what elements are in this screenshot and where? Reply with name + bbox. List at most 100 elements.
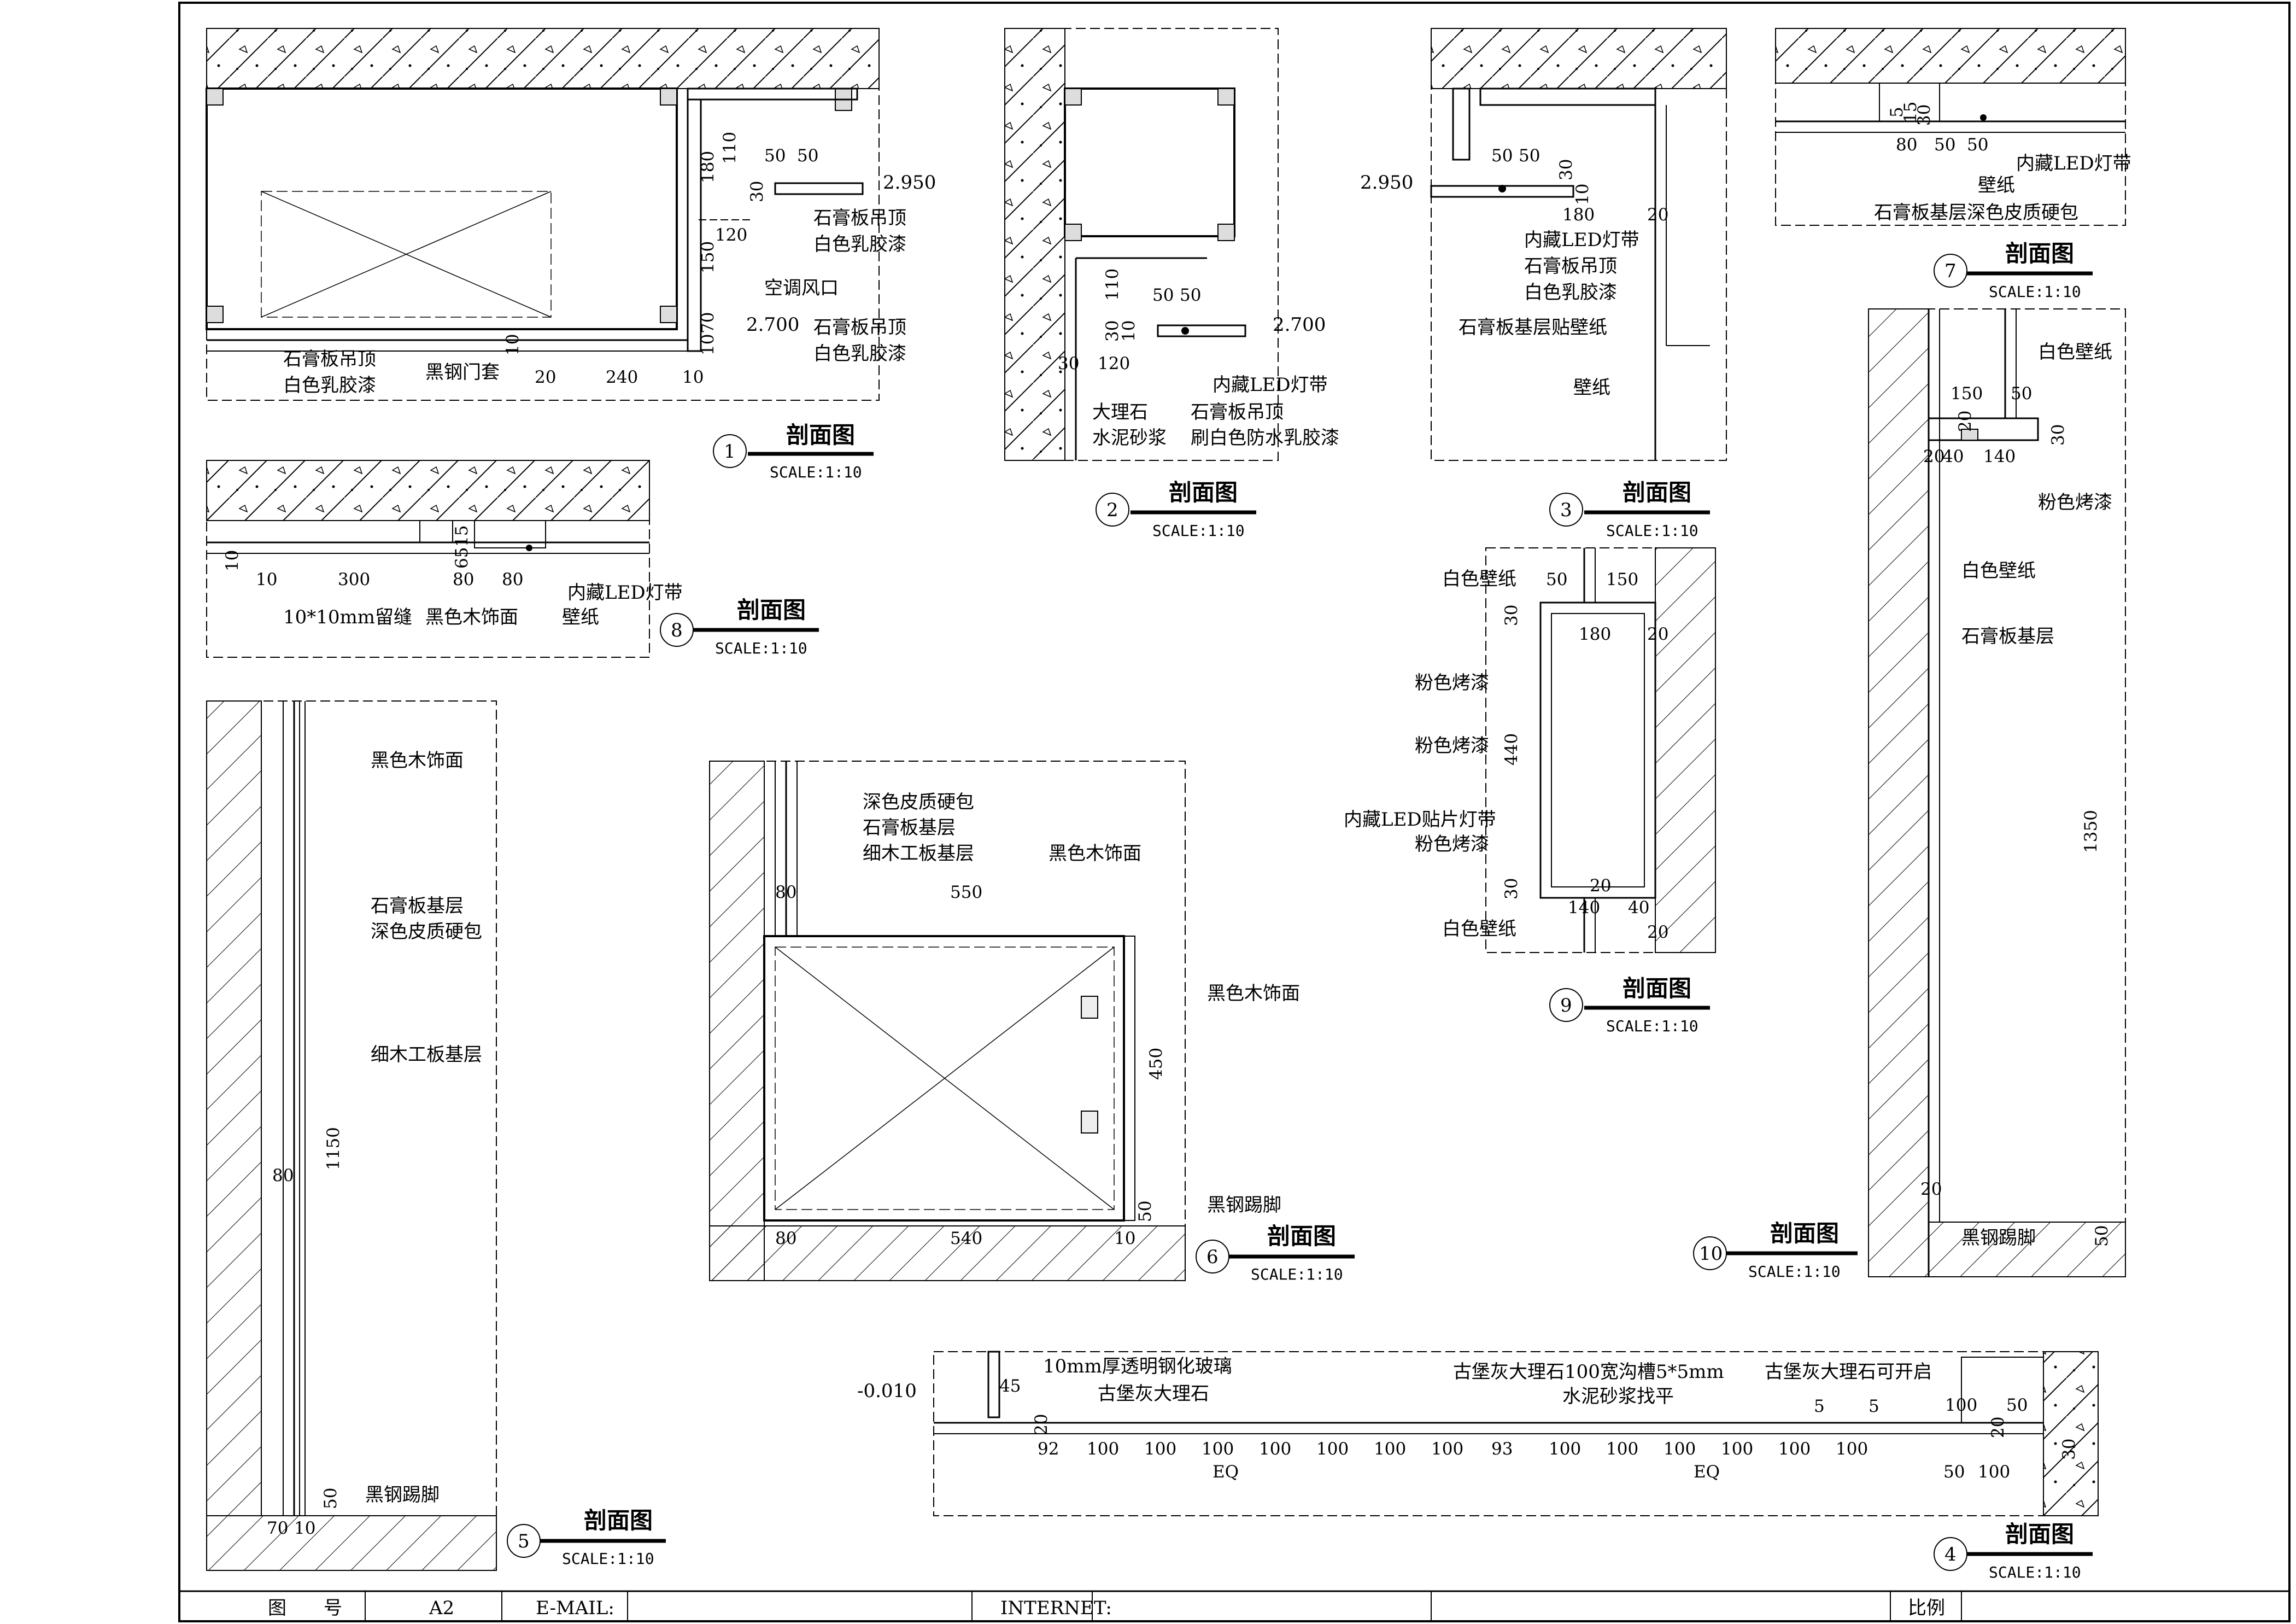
s7-dim-5: 5 (1887, 107, 1907, 118)
s3-dim-10: 10 (1573, 184, 1592, 205)
s4-dim-eq-2: EQ (1694, 1462, 1720, 1482)
s10-dim-1350: 1350 (2081, 810, 2101, 853)
s3-dim-30: 30 (1556, 159, 1576, 180)
s8-dim-80a: 80 (453, 570, 474, 589)
s5-dim-10: 10 (294, 1518, 315, 1538)
s6-dim-550: 550 (950, 883, 982, 902)
s4-dim-100-6: 100 (1374, 1439, 1406, 1459)
s10-dim-150: 150 (1951, 384, 1983, 404)
s2-dim-50b: 50 (1180, 285, 1201, 305)
s5-note-leather: 深色皮质硬包 (371, 921, 482, 943)
s8-dim-300: 300 (338, 570, 370, 589)
s4-dim-20b: 20 (1988, 1417, 2008, 1438)
s4-dim-100-side: 100 (1945, 1395, 1977, 1415)
s5-dim-50: 50 (321, 1488, 341, 1509)
s10-number: 10 (1699, 1243, 1723, 1265)
s3-note-wallpaper: 壁纸 (1573, 377, 1610, 399)
s10-dim-40: 40 (1942, 447, 1964, 466)
s10-dim-30: 30 (2048, 424, 2068, 446)
s4-dim-eq-1: EQ (1213, 1462, 1239, 1482)
s10-scale: SCALE:1:10 (1748, 1263, 1841, 1281)
sheet-border (178, 2, 2291, 1622)
s4-dim-100-9: 100 (1606, 1439, 1638, 1459)
s1-dim-240: 240 (606, 367, 638, 387)
s8-dim-10b: 10 (256, 570, 277, 589)
s3-note-wallpaper-base: 石膏板基层贴壁纸 (1459, 317, 1607, 338)
section-10-title: 10 剖面图 SCALE:1:10 (1693, 1220, 1858, 1281)
s8-note-wood: 黑色木饰面 (425, 606, 518, 628)
s10-note-white-wallpaper-2: 白色壁纸 (1961, 560, 2036, 582)
s1-note-air-vent: 空调风口 (764, 277, 839, 299)
s1-dim-150: 150 (698, 241, 718, 273)
section-1-title: 1 剖面图 SCALE:1:10 (713, 422, 874, 481)
section-2-title: 2 剖面图 SCALE:1:10 (1096, 479, 1256, 540)
section-8-detail (206, 460, 650, 658)
section-1-annotations: 石膏板吊顶 白色乳胶漆 空调风口 石膏板吊顶 白色乳胶漆 石膏板吊顶 白色乳胶漆… (283, 132, 936, 396)
s1-dim-50b: 50 (797, 146, 818, 166)
s1-note-steel-frame: 黑钢门套 (425, 361, 500, 383)
s1-dim-10b: 10 (503, 334, 523, 355)
s4-dim-100-4: 100 (1259, 1439, 1291, 1459)
s3-note-ceiling: 石膏板吊顶 (1524, 255, 1617, 277)
s4-note-groove: 古堡灰大理石100宽沟槽5*5mm (1453, 1361, 1724, 1383)
s7-dim-50b: 50 (1967, 135, 1988, 155)
s1-dim-180: 180 (698, 151, 718, 183)
section-1-detail (206, 28, 880, 401)
s6-note-leather: 深色皮质硬包 (863, 791, 974, 813)
section-4-title: 4 剖面图 SCALE:1:10 (1934, 1521, 2093, 1581)
s6-scale: SCALE:1:10 (1251, 1265, 1343, 1283)
s2-dim-50a: 50 (1152, 285, 1174, 305)
s6-note-wood-side: 黑色木饰面 (1207, 983, 1300, 1004)
s3-title: 剖面图 (1623, 479, 1691, 506)
s3-scale: SCALE:1:10 (1606, 522, 1698, 540)
s9-dim-30b: 30 (1502, 878, 1521, 899)
s4-dim-50b: 50 (1943, 1462, 1965, 1482)
s5-dim-70: 70 (267, 1518, 288, 1538)
section-5-detail (206, 700, 497, 1571)
s9-dim-30a: 30 (1502, 605, 1521, 626)
s4-dim-100-3: 100 (1202, 1439, 1234, 1459)
section-2-annotations: 110 50 50 30 10 30 120 内藏LED灯带 大理石 水泥砂浆 … (1058, 268, 1339, 449)
s1-note-ceiling-2: 石膏板吊顶 (813, 317, 906, 338)
s1-scale: SCALE:1:10 (770, 463, 862, 481)
section-4-annotations: 10mm厚透明钢化玻璃 古堡灰大理石 古堡灰大理石100宽沟槽5*5mm 水泥砂… (857, 1356, 2079, 1482)
s4-level: -0.010 (857, 1380, 917, 1402)
s8-scale: SCALE:1:10 (715, 639, 807, 657)
section-10-annotations: 白色壁纸 粉色烤漆 白色壁纸 石膏板基层 黑钢踢脚 150 50 20 30 2… (1920, 341, 2112, 1249)
s4-scale: SCALE:1:10 (1989, 1563, 2081, 1581)
s1-title: 剖面图 (786, 422, 855, 448)
s2-note-paint: 刷白色防水乳胶漆 (1191, 427, 1339, 449)
s4-note-mortar: 水泥砂浆找平 (1562, 1386, 1674, 1407)
s5-title: 剖面图 (584, 1507, 653, 1534)
s4-dim-30: 30 (2059, 1439, 2079, 1460)
s9-dim-140: 140 (1568, 898, 1600, 918)
s8-dim-15: 15 (452, 525, 472, 547)
s1-note-paint-1: 白色乳胶漆 (813, 233, 906, 255)
s10-note-pink: 粉色烤漆 (2038, 492, 2112, 513)
s8-number: 8 (671, 620, 683, 641)
s6-note-skirting: 黑钢踢脚 (1207, 1194, 1281, 1216)
s4-dim-5b: 5 (1869, 1397, 1879, 1416)
s1-number: 1 (724, 441, 736, 463)
s1-dim-10c: 10 (682, 367, 704, 387)
s9-scale: SCALE:1:10 (1606, 1017, 1698, 1035)
s7-note-wallpaper: 壁纸 (1978, 174, 2015, 196)
s4-dim-100-5: 100 (1316, 1439, 1349, 1459)
s1-dim-120: 120 (715, 225, 747, 245)
s4-dim-93: 93 (1491, 1439, 1513, 1459)
s2-level-2700: 2.700 (1273, 314, 1326, 336)
s2-scale: SCALE:1:10 (1152, 522, 1245, 540)
section-9-annotations: 白色壁纸 粉色烤漆 粉色烤漆 内藏LED贴片灯带 粉色烤漆 白色壁纸 50 15… (1344, 568, 1668, 942)
s5-scale: SCALE:1:10 (562, 1550, 654, 1568)
section-5-title: 5 剖面图 SCALE:1:10 (507, 1507, 666, 1568)
section-3-annotations: 50 50 30 10 180 20 内藏LED灯带 石膏板吊顶 白色乳胶漆 石… (1360, 146, 1668, 399)
s6-dim-540: 540 (950, 1229, 982, 1248)
s1-dim-10a: 10 (698, 334, 718, 355)
s9-number: 9 (1560, 995, 1572, 1017)
s4-dim-50a: 50 (2006, 1395, 2028, 1415)
s2-number: 2 (1106, 499, 1118, 521)
s1-dim-70: 70 (698, 312, 718, 334)
s5-dim-1150: 1150 (324, 1127, 343, 1170)
s2-note-mortar: 水泥砂浆 (1092, 427, 1167, 449)
s2-dim-30b: 30 (1058, 354, 1079, 373)
